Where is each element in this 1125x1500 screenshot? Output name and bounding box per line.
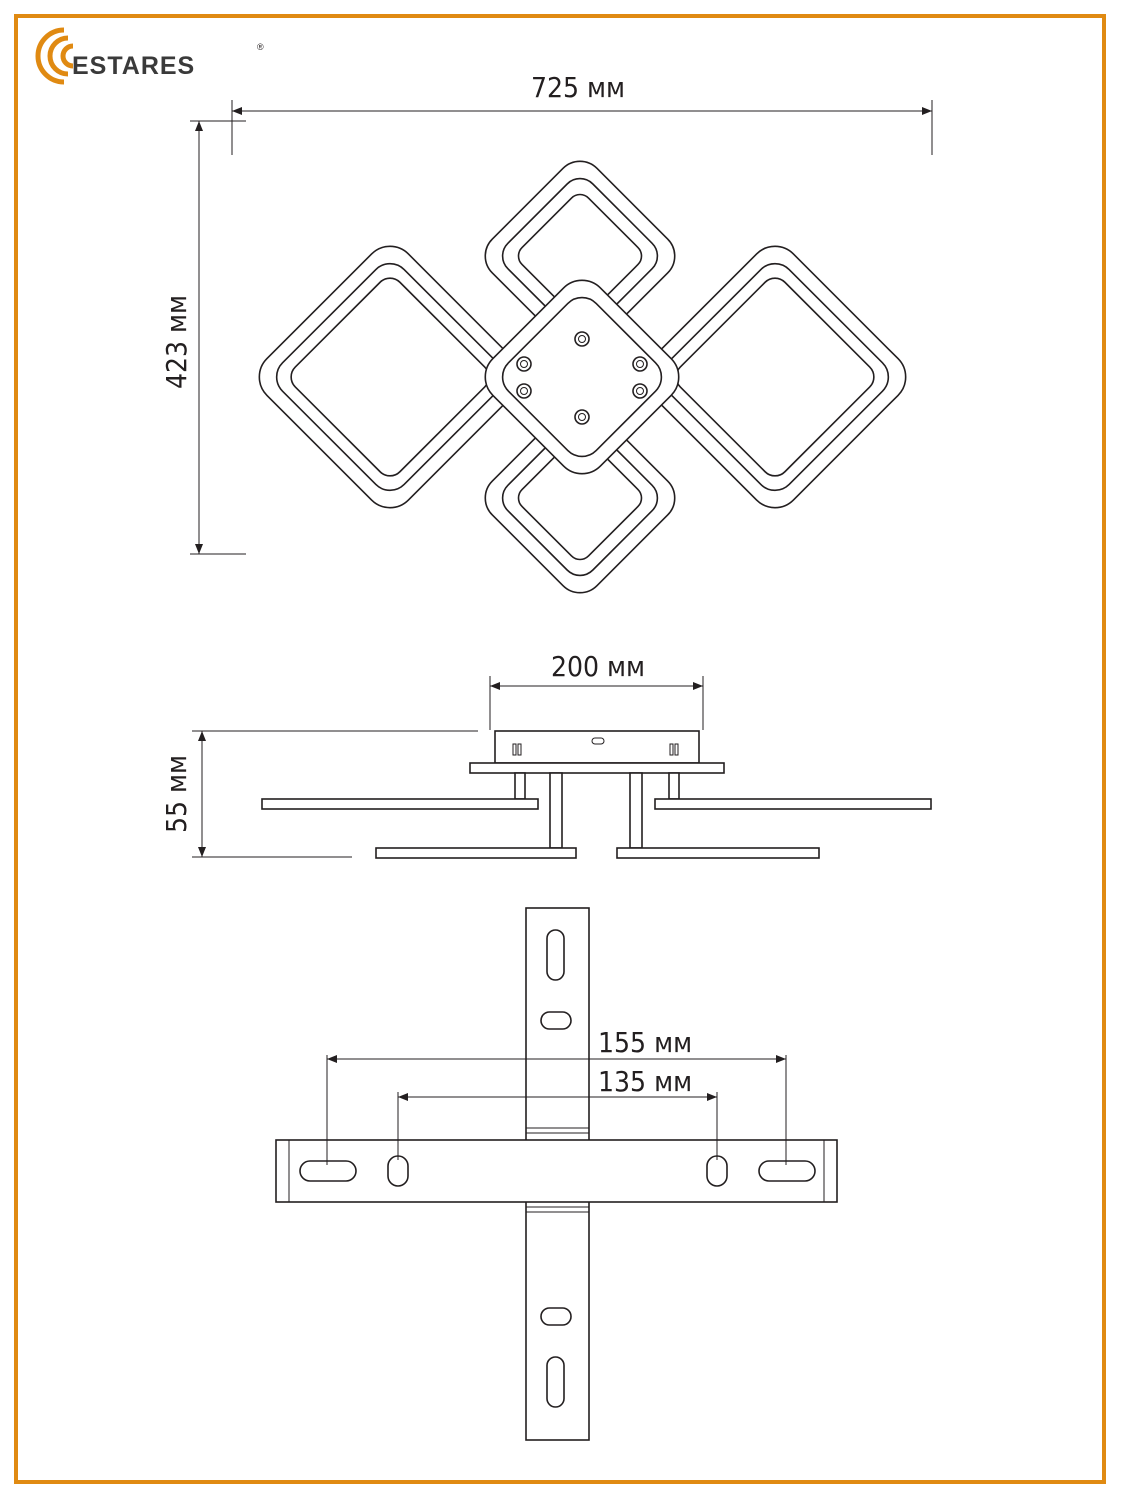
ring-top bbox=[484, 160, 676, 352]
ring-right bbox=[643, 245, 907, 509]
ring-fixing-screws bbox=[516, 331, 648, 425]
ring-profile-lower-right bbox=[616, 847, 820, 859]
slot-horizontal-right bbox=[758, 1160, 816, 1182]
ring-profile-upper-left bbox=[261, 798, 539, 810]
canopy-plate bbox=[469, 762, 725, 774]
orange-border-frame bbox=[14, 14, 1106, 1484]
side-view: 200 мм 55 мм bbox=[160, 650, 932, 859]
canopy-terminal-left bbox=[512, 743, 522, 756]
logo-arc-inner-icon bbox=[60, 43, 74, 69]
outer-spacing-label: 155 мм bbox=[598, 1026, 692, 1059]
slot-bottom-round bbox=[540, 1307, 572, 1326]
stem-right-short bbox=[668, 772, 680, 800]
stem-left-long bbox=[549, 772, 563, 849]
slot-round-right bbox=[706, 1155, 728, 1187]
logo-arc-outer-icon bbox=[35, 27, 65, 85]
ring-left bbox=[258, 245, 522, 509]
logo-arc-middle-icon bbox=[47, 35, 69, 77]
bracket-view: 155 мм 135 мм bbox=[275, 907, 838, 1441]
logo-wordmark: ESTARES bbox=[72, 52, 195, 80]
stem-right-long bbox=[629, 772, 643, 849]
bracket-horizontal-bar bbox=[275, 1139, 838, 1203]
top-view: 725 мм 423 мм bbox=[160, 71, 933, 594]
slot-top-round bbox=[540, 1011, 572, 1030]
canopy-screw bbox=[591, 737, 605, 745]
canopy-body bbox=[494, 730, 700, 764]
central-base-plate-inner bbox=[501, 296, 663, 458]
side-height-dimension-label: 55 мм bbox=[160, 755, 193, 833]
ring-profile-upper-right bbox=[654, 798, 932, 810]
width-dimension-label: 725 мм bbox=[531, 71, 625, 104]
estares-logo: ESTARES ® bbox=[35, 27, 264, 85]
slot-round-left bbox=[387, 1155, 409, 1187]
canopy-terminal-right bbox=[669, 743, 679, 756]
canopy-dimension-label: 200 мм bbox=[551, 650, 645, 683]
height-dimension-label: 423 мм bbox=[160, 295, 193, 389]
stem-left-short bbox=[514, 772, 526, 800]
inner-spacing-label: 135 мм bbox=[598, 1065, 692, 1098]
ring-profile-lower-left bbox=[375, 847, 577, 859]
slot-horizontal-left bbox=[299, 1160, 357, 1182]
logo-registered-mark: ® bbox=[257, 42, 264, 52]
ring-bottom bbox=[484, 402, 676, 594]
slot-vertical-bottom bbox=[546, 1356, 565, 1408]
central-base-plate bbox=[484, 279, 680, 475]
slot-vertical-top bbox=[546, 929, 565, 981]
